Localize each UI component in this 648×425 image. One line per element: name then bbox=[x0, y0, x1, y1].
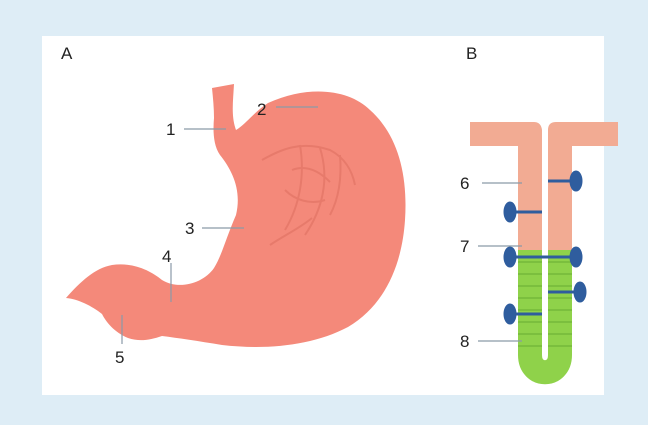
label-7: 7 bbox=[460, 237, 469, 256]
label-4: 4 bbox=[162, 247, 171, 266]
intestine-illustration bbox=[470, 122, 618, 372]
stomach-body bbox=[66, 84, 406, 347]
pink-tissue-segment bbox=[470, 122, 618, 250]
label-2: 2 bbox=[257, 100, 266, 119]
blue-ligatures bbox=[504, 171, 586, 324]
label-8: 8 bbox=[460, 332, 469, 351]
label-1: 1 bbox=[166, 120, 175, 139]
label-6: 6 bbox=[460, 174, 469, 193]
label-5: 5 bbox=[115, 348, 124, 367]
stomach-illustration bbox=[66, 84, 406, 347]
label-3: 3 bbox=[185, 219, 194, 238]
